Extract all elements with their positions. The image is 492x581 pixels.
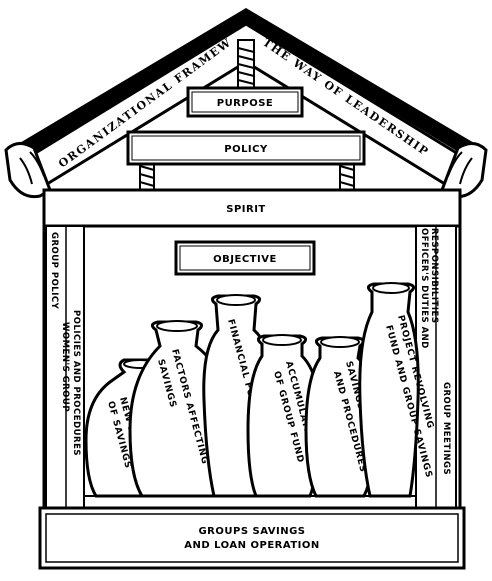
right-pillar-outer-line1: OFFICER'S DUTIES AND — [419, 228, 429, 349]
left-pillar-inner-line2: POLICIES AND PROCEDURES — [71, 310, 81, 456]
policy-label: POLICY — [224, 144, 268, 155]
objective-label: OBJECTIVE — [213, 254, 277, 265]
spirit-beam: SPIRIT — [42, 188, 462, 228]
right-pillar: OFFICER'S DUTIES AND RESPONSIBILITIES GR… — [415, 225, 457, 509]
right-pillar-outer-line2: RESPONSIBILITIES — [429, 228, 439, 323]
jar-project-revolving: PROJECT REVOLVING FUND AND GROUP SAVINGS — [358, 282, 435, 498]
foundation-line2: AND LOAN OPERATION — [184, 540, 319, 551]
purpose-box: PURPOSE — [186, 86, 304, 118]
foundation-line1: GROUPS SAVINGS — [198, 526, 305, 537]
jar-accumulation: ACCUMULATION OF GROUP FUND — [246, 334, 322, 498]
left-pillar-inner-line1: WOMEN'S GROUP — [60, 322, 70, 412]
shelf — [83, 495, 417, 509]
policy-box: POLICY — [126, 130, 366, 166]
spirit-label: SPIRIT — [226, 204, 266, 215]
left-pillar: GROUP POLICY WOMEN'S GROUP POLICIES AND … — [45, 225, 85, 509]
objective-box: OBJECTIVE — [174, 240, 316, 276]
purpose-label: PURPOSE — [217, 98, 274, 109]
right-pillar-inner-label: GROUP MEETINGS — [441, 382, 451, 475]
foundation: GROUPS SAVINGS AND LOAN OPERATION — [38, 506, 466, 570]
left-pillar-outer-label: GROUP POLICY — [49, 232, 59, 310]
screw-posts — [139, 39, 355, 191]
